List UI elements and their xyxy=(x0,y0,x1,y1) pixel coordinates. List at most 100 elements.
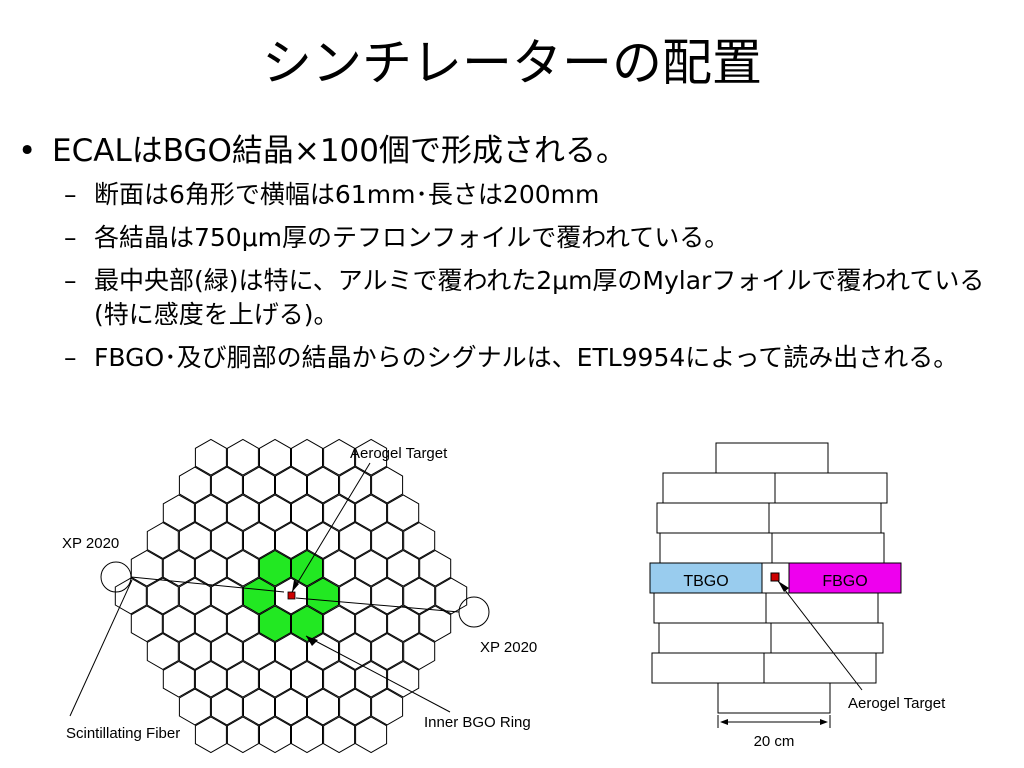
sub-bullet-dash: – xyxy=(64,343,77,372)
side-crystal xyxy=(717,682,831,714)
bgo-crystal xyxy=(194,716,227,754)
bgo-crystal xyxy=(162,605,195,643)
bgo-crystal xyxy=(162,660,195,698)
bgo-crystal xyxy=(371,688,404,726)
bgo-crystal xyxy=(194,438,227,476)
sub-bullet-text: FBGO･及び胴部の結晶からのシグナルは、ETL9954によって読み出される。 xyxy=(94,343,959,372)
inner-ring-leader xyxy=(305,635,451,713)
bullet-main: • ECALはBGO結晶×100個で形成される。 xyxy=(18,128,1008,174)
bgo-crystal xyxy=(226,494,259,532)
bgo-crystal xyxy=(178,522,211,559)
sub-bullet-text: 最中央部(緑)は特に、アルミで覆われた2μm厚のMylarフォイルで覆われている… xyxy=(94,266,985,329)
bgo-crystal xyxy=(339,633,372,670)
sub-bullet-dash: – xyxy=(64,223,77,252)
side-crystal xyxy=(768,502,882,534)
inner-ring-crystal xyxy=(291,549,323,587)
bgo-crystal xyxy=(387,494,420,532)
tbgo-block xyxy=(649,562,763,594)
side-crystal xyxy=(659,532,773,564)
bgo-crystal xyxy=(291,494,323,532)
label-xp-left: XP 2020 xyxy=(62,535,119,552)
bgo-crystal xyxy=(178,688,211,726)
bgo-crystal xyxy=(162,549,195,587)
bgo-crystal xyxy=(259,494,291,532)
bgo-crystal xyxy=(323,660,356,698)
label-scintillating-fiber: Scintillating Fiber xyxy=(66,725,180,742)
aerogel-arrowhead xyxy=(292,580,299,592)
bgo-crystal xyxy=(210,466,243,504)
bgo-crystal xyxy=(146,522,179,559)
sub-bullet-dash: – xyxy=(64,266,77,295)
inner-ring-crystal xyxy=(259,605,291,643)
side-crystal xyxy=(765,592,879,624)
bgo-crystal xyxy=(146,633,179,670)
bgo-crystal xyxy=(210,522,243,559)
sub-bullet: – 各結晶は750μm厚のテフロンフォイルで覆われている。 xyxy=(18,221,1008,255)
slide-title: シンチレーターの配置 xyxy=(262,34,762,92)
aerogel-leader-line xyxy=(291,462,371,593)
bgo-crystal xyxy=(275,688,307,726)
aerogel-target-marker xyxy=(287,591,296,600)
bgo-crystal xyxy=(275,466,307,504)
label-tbgo: TBGO xyxy=(683,573,728,590)
bgo-crystal xyxy=(226,716,259,754)
label-fbgo: FBGO xyxy=(822,573,867,590)
side-crystal xyxy=(715,442,829,474)
bgo-crystal xyxy=(387,660,420,698)
bgo-crystal xyxy=(403,522,436,559)
xp-right-circle xyxy=(458,596,490,628)
label-inner-bgo-ring: Inner BGO Ring xyxy=(424,714,531,731)
bgo-crystal xyxy=(355,660,388,698)
hex-annotations xyxy=(69,462,490,717)
bgo-crystal xyxy=(243,466,275,504)
label-aerogel-target: Aerogel Target xyxy=(350,445,448,462)
bgo-crystal xyxy=(114,577,147,615)
label-scale: 20 cm xyxy=(754,733,795,750)
bgo-crystal xyxy=(210,688,243,726)
scale-arrow-right xyxy=(820,719,828,725)
sub-bullet: – FBGO･及び胴部の結晶からのシグナルは、ETL9954によって読み出される… xyxy=(18,341,1008,375)
inner-ring-crystal xyxy=(291,605,323,643)
bgo-crystal xyxy=(403,633,436,670)
bgo-crystal xyxy=(387,605,420,643)
bgo-crystal xyxy=(323,549,356,587)
sub-bullet-dash: – xyxy=(64,180,77,209)
scintillating-fiber-leader xyxy=(69,579,133,717)
bgo-crystal xyxy=(307,688,339,726)
side-aerogel-arrowhead xyxy=(778,581,789,592)
bgo-crystal xyxy=(130,549,163,587)
bullet-list: • ECALはBGO結晶×100個で形成される。 – 断面は6角形で横幅は61m… xyxy=(18,128,1008,384)
bgo-crystal xyxy=(291,660,323,698)
inner-ring-crystal xyxy=(243,577,275,615)
bgo-crystal xyxy=(355,438,388,476)
bgo-crystal xyxy=(259,660,291,698)
side-crystal xyxy=(774,472,888,504)
bgo-crystal xyxy=(291,716,323,754)
side-crystal xyxy=(651,652,765,684)
side-crystal xyxy=(658,622,772,654)
bgo-crystal xyxy=(339,466,372,504)
bgo-crystal xyxy=(259,438,291,476)
bgo-crystal xyxy=(403,577,436,615)
bgo-crystal xyxy=(210,633,243,670)
inner-ring-crystal xyxy=(307,577,339,615)
bgo-crystal xyxy=(194,549,227,587)
bgo-crystal xyxy=(419,549,452,587)
bgo-crystal xyxy=(339,688,372,726)
bgo-crystal xyxy=(355,494,388,532)
fiber-right-line xyxy=(295,597,460,613)
bgo-crystal xyxy=(435,577,468,615)
bgo-crystal xyxy=(226,605,259,643)
bgo-crystal xyxy=(371,633,404,670)
bgo-crystal xyxy=(355,716,388,754)
side-crystal xyxy=(653,592,767,624)
bgo-crystal xyxy=(291,438,323,476)
bgo-crystal xyxy=(162,494,195,532)
bgo-crystal xyxy=(355,549,388,587)
scale-arrow-left xyxy=(720,719,728,725)
side-crystal xyxy=(770,622,884,654)
bgo-crystal xyxy=(339,522,372,559)
bgo-crystal xyxy=(339,577,372,615)
bgo-crystal xyxy=(178,466,211,504)
bgo-crystal xyxy=(323,716,356,754)
